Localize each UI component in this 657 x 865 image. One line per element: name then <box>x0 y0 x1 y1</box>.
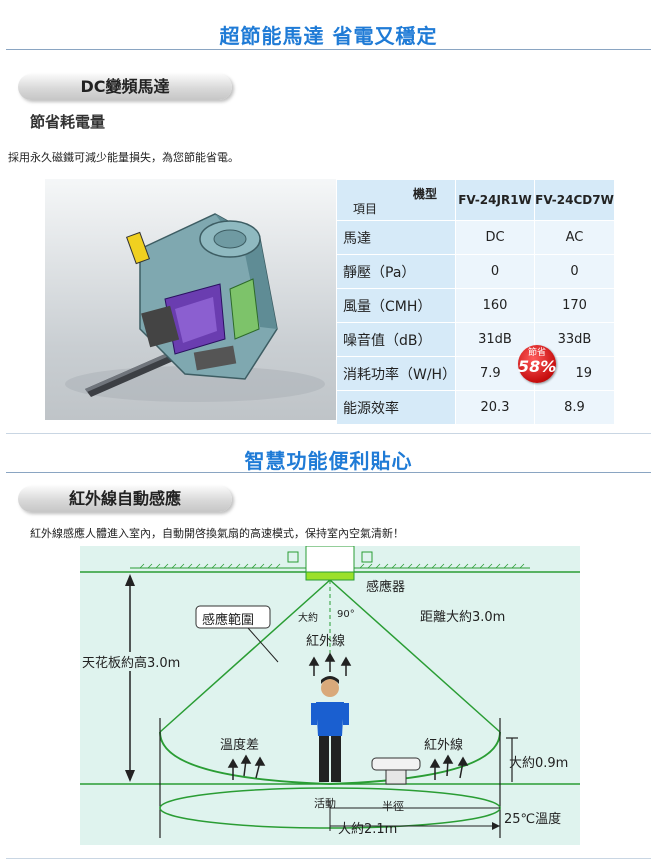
cell-value: DC <box>455 220 535 255</box>
label-temperature: 25℃溫度 <box>504 812 562 827</box>
cell-value: 160 <box>455 288 535 323</box>
cell-value: 0 <box>455 254 535 289</box>
label-radius: 半徑 <box>382 800 404 813</box>
person-figure <box>311 676 349 782</box>
section-title-energy: 超節能馬達 省電又穩定 <box>219 24 438 48</box>
row-label: 馬達 <box>336 220 456 255</box>
divider <box>6 433 651 434</box>
model-header: FV-24CD7W <box>534 179 615 221</box>
label-angle: 90° <box>337 609 355 620</box>
divider <box>6 472 651 473</box>
badge-caption: 節省 <box>527 348 546 358</box>
label-angle-prefix: 大約 <box>298 613 318 624</box>
section-pill-dc-motor: DC變頻馬達 <box>18 74 232 100</box>
label-activity: 活動 <box>314 797 336 810</box>
description-infrared: 紅外線感應人體進入室內，自動開啓換氣扇的高速模式，保持室內空氣清新！ <box>30 527 404 540</box>
label-infrared-top: 紅外線 <box>306 634 346 649</box>
corner-model-label: 機型 <box>412 187 437 201</box>
motor-image <box>45 179 336 420</box>
label-diameter: 大約2.1m <box>338 822 398 837</box>
corner-item-label: 項目 <box>353 202 378 216</box>
label-sensing-range: 感應範圍 <box>202 613 255 628</box>
model-header: FV-24JR1W <box>455 179 535 221</box>
cell-value: 8.9 <box>534 390 615 425</box>
cell-value: AC <box>534 220 615 255</box>
cell-value: 170 <box>534 288 615 323</box>
label-temp-diff: 溫度差 <box>220 738 260 753</box>
row-label: 風量（CMH） <box>336 288 456 323</box>
savings-badge: 節省 58% <box>518 345 556 383</box>
table-figure <box>371 757 421 785</box>
row-label: 靜壓（Pa） <box>336 254 456 289</box>
motor-illustration <box>65 213 325 402</box>
label-ceiling-height: 天花板約高3.0m <box>82 652 181 671</box>
divider <box>6 49 651 50</box>
label-distance: 距離大約3.0m <box>420 610 506 625</box>
cell-value: 20.3 <box>455 390 535 425</box>
description-magnet: 採用永久磁鐵可減少能量損失，為您節能省電。 <box>8 151 239 164</box>
diagram-illustration <box>80 545 580 838</box>
label-sensor: 感應器 <box>366 580 406 595</box>
subtitle-power-saving: 節省耗電量 <box>30 113 106 131</box>
label-height: 大約0.9m <box>509 756 569 771</box>
section-title-smart: 智慧功能便利貼心 <box>244 449 413 473</box>
row-label: 消耗功率（W/H） <box>336 356 456 391</box>
badge-value: 58% <box>518 357 557 376</box>
table-corner: 機型 項目 <box>336 179 456 221</box>
divider <box>6 858 651 859</box>
cell-value: 0 <box>534 254 615 289</box>
row-label: 能源效率 <box>336 390 456 425</box>
row-label: 噪音值（dB） <box>336 322 456 357</box>
section-pill-infrared: 紅外線自動感應 <box>18 486 232 512</box>
label-infrared-right: 紅外線 <box>424 738 464 753</box>
sensor-diagram: 感應器 感應範圍 大約 90° 紅外線 距離大約3.0m 天花板約高3.0m 溫… <box>80 545 580 845</box>
